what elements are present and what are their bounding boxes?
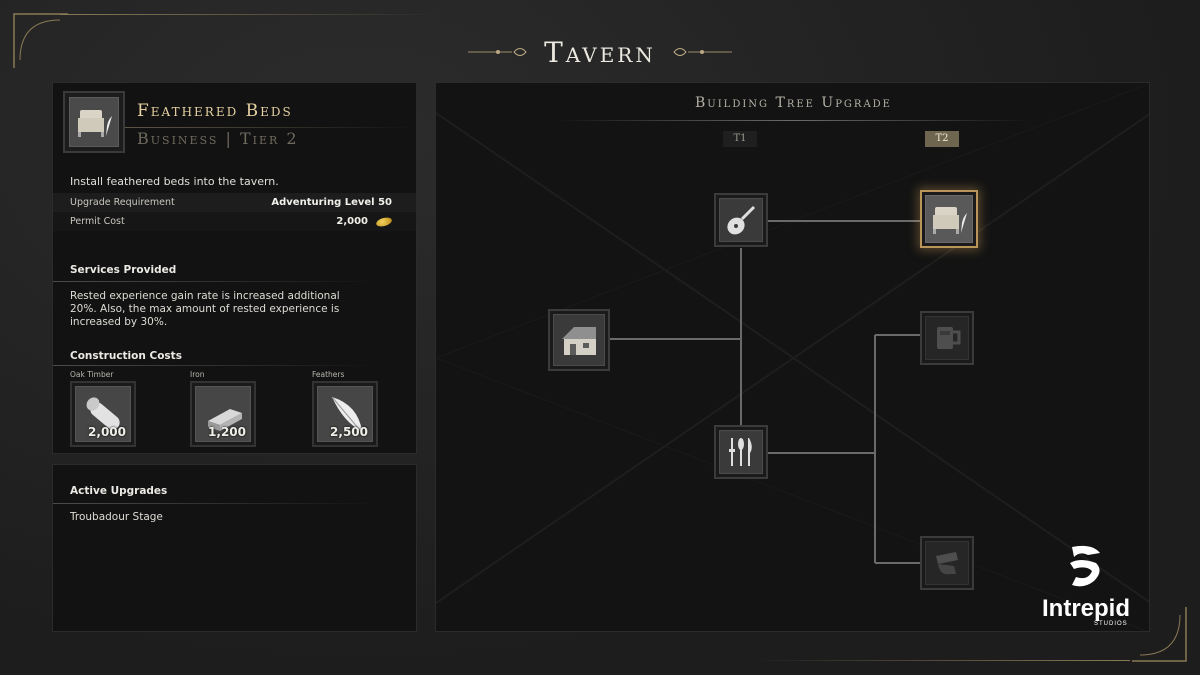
services-title: Services Provided	[70, 264, 177, 276]
frame-line-top	[60, 14, 440, 15]
upgrade-icon-frame	[63, 91, 125, 153]
tree-node-t2-mug[interactable]	[920, 311, 974, 365]
bed-quill-icon	[78, 110, 112, 137]
material-iron[interactable]: Iron 1,200	[190, 370, 258, 447]
construction-title: Construction Costs	[70, 350, 182, 362]
timber-log-icon	[86, 397, 120, 430]
active-upgrades-divider	[53, 503, 378, 504]
material-oak-timber[interactable]: Oak Timber 2,000	[70, 370, 138, 447]
frame-corner-bottom-right	[1132, 607, 1187, 662]
header-divider	[125, 127, 415, 128]
feather-icon	[331, 396, 365, 436]
tree-node-t1-kitchen[interactable]	[714, 425, 768, 479]
active-upgrade-item: Troubadour Stage	[70, 511, 163, 523]
tree-node-base[interactable]	[548, 309, 610, 371]
studio-logo-sub: STUDIOS	[1094, 621, 1128, 627]
frame-line-bottom	[750, 660, 1130, 661]
gold-coin-icon	[375, 215, 393, 228]
upgrade-header: Feathered Beds Business | Tier 2	[63, 91, 415, 155]
title-flourish-left-icon	[468, 48, 527, 56]
upgrade-requirement-label: Upgrade Requirement	[70, 197, 175, 208]
upgrade-name: Feathered Beds	[137, 101, 293, 121]
upgrade-description: Install feathered beds into the tavern.	[70, 175, 279, 188]
upgrade-requirement-value: Adventuring Level 50	[271, 197, 392, 208]
material-qty: 1,200	[208, 425, 246, 439]
services-divider	[53, 281, 378, 282]
studio-logo-icon	[1070, 545, 1100, 587]
permit-cost-value-wrap: 2,000	[336, 215, 393, 228]
frame-corner-top-left	[13, 13, 68, 68]
studio-logo-name: Intrepid	[1042, 595, 1130, 622]
tree-node-t1-stage[interactable]	[714, 193, 768, 247]
active-upgrades-panel: Active Upgrades Troubadour Stage	[52, 464, 417, 632]
cooking-pot-icon	[936, 552, 958, 575]
tier-label-t1: T1	[723, 131, 757, 147]
tree-node-t2-beds[interactable]	[920, 190, 978, 248]
tree-title: Building Tree Upgrade	[695, 95, 892, 111]
bed-quill-icon	[933, 207, 967, 234]
active-upgrades-title: Active Upgrades	[70, 485, 168, 497]
screen-title: Tavern	[544, 35, 656, 69]
material-label: Feathers	[312, 370, 345, 379]
tree-node-t2-pot[interactable]	[920, 536, 974, 590]
title-flourish-right-icon	[673, 48, 732, 56]
construction-divider	[53, 365, 378, 366]
upgrade-subtitle: Business | Tier 2	[137, 129, 299, 148]
permit-cost-value: 2,000	[336, 216, 368, 227]
building-tree-panel: Building Tree Upgrade T1 T2	[435, 82, 1150, 632]
screen-title-bar: Tavern	[0, 30, 1200, 74]
lute-icon	[727, 205, 756, 235]
material-label: Oak Timber	[70, 370, 114, 379]
material-qty: 2,000	[88, 425, 126, 439]
iron-ingot-icon	[208, 409, 242, 431]
upgrade-requirement-row: Upgrade Requirement Adventuring Level 50	[53, 193, 416, 212]
services-text: Rested experience gain rate is increased…	[70, 290, 340, 328]
material-label: Iron	[190, 370, 205, 379]
material-feathers[interactable]: Feathers 2,500	[312, 370, 380, 447]
mug-icon	[937, 327, 961, 349]
permit-cost-row: Permit Cost 2,000	[53, 212, 416, 231]
studio-logo: Intrepid STUDIOS	[1026, 543, 1146, 631]
material-qty: 2,500	[330, 425, 368, 439]
permit-cost-label: Permit Cost	[70, 216, 125, 227]
tree-title-divider	[556, 120, 1031, 121]
utensils-icon	[729, 438, 752, 466]
tier-label-t2: T2	[925, 131, 959, 147]
tree-connectors	[610, 220, 920, 564]
tavern-building-icon	[562, 327, 596, 355]
upgrade-detail-panel: Feathered Beds Business | Tier 2 Install…	[52, 82, 417, 454]
